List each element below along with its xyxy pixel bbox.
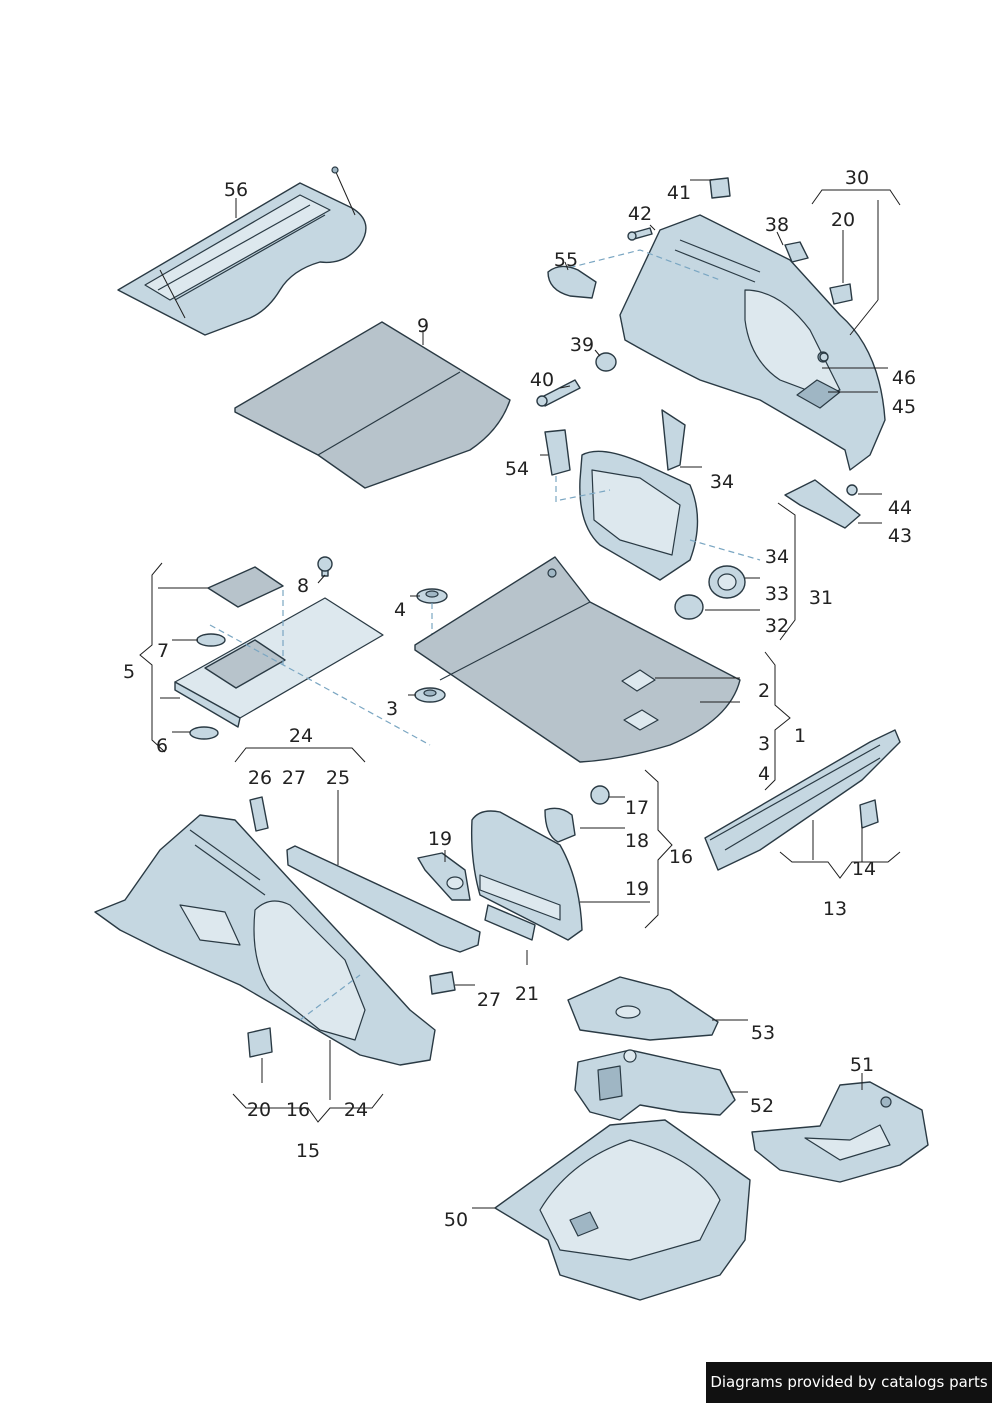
callout-33: 33 bbox=[765, 583, 789, 605]
callout-6: 6 bbox=[156, 735, 168, 757]
callout-labels: 56 9 8 7 5 6 4 3 2 1 3 4 30 41 42 38 20 … bbox=[123, 167, 916, 1231]
callout-16b: 16 bbox=[286, 1099, 310, 1121]
callout-34a: 34 bbox=[710, 471, 734, 493]
callout-46: 46 bbox=[892, 367, 916, 389]
part-25-strap bbox=[249, 796, 481, 995]
part-43-bracket bbox=[784, 352, 861, 529]
diagram-credit-banner: Diagrams provided by catalogs parts bbox=[706, 1362, 992, 1403]
part-19-plate bbox=[417, 852, 471, 901]
callout-5: 5 bbox=[123, 661, 135, 683]
part-16-cover bbox=[471, 785, 610, 941]
callout-40: 40 bbox=[530, 369, 554, 391]
callout-34b: 34 bbox=[765, 546, 789, 568]
callout-27a: 27 bbox=[282, 767, 306, 789]
callout-30: 30 bbox=[845, 167, 869, 189]
callout-20a: 20 bbox=[831, 209, 855, 231]
callout-1: 1 bbox=[794, 725, 806, 747]
part-15-side-trim-left bbox=[94, 814, 436, 1066]
part-1-floor-covering bbox=[414, 556, 741, 763]
callout-41: 41 bbox=[667, 182, 691, 204]
callout-8: 8 bbox=[297, 575, 309, 597]
part-fasteners-right bbox=[536, 177, 853, 407]
callout-3b: 3 bbox=[758, 733, 770, 755]
callout-3a: 3 bbox=[386, 698, 398, 720]
callout-43: 43 bbox=[888, 525, 912, 547]
callout-24a: 24 bbox=[289, 725, 313, 747]
callout-4a: 4 bbox=[394, 599, 406, 621]
callout-27b: 27 bbox=[477, 989, 501, 1011]
part-9-floor-panel bbox=[234, 321, 511, 489]
callout-4b: 4 bbox=[758, 763, 770, 785]
part-56-cover bbox=[117, 166, 367, 336]
part-3-4-grommets bbox=[414, 588, 448, 703]
callout-42: 42 bbox=[628, 203, 652, 225]
leader-lines bbox=[139, 179, 901, 1209]
callout-16a: 16 bbox=[669, 846, 693, 868]
callout-18: 18 bbox=[625, 830, 649, 852]
part-50-wheel-well bbox=[494, 1119, 751, 1301]
callout-50: 50 bbox=[444, 1209, 468, 1231]
part-34-storage-box bbox=[559, 409, 761, 581]
callout-32: 32 bbox=[765, 615, 789, 637]
part-32-33-plugs bbox=[674, 565, 746, 620]
callout-54: 54 bbox=[505, 458, 529, 480]
callout-19a: 19 bbox=[428, 828, 452, 850]
part-5-frame-assembly bbox=[174, 556, 431, 746]
callout-19b: 19 bbox=[625, 878, 649, 900]
callout-31: 31 bbox=[809, 587, 833, 609]
part-52-insert bbox=[574, 1049, 736, 1121]
callout-9: 9 bbox=[417, 315, 429, 337]
callout-14: 14 bbox=[852, 858, 876, 880]
callout-25: 25 bbox=[326, 767, 350, 789]
part-51-box bbox=[751, 1081, 929, 1183]
part-30-side-trim-right bbox=[559, 214, 886, 471]
part-13-sill-panel bbox=[704, 729, 901, 871]
callout-44: 44 bbox=[888, 497, 912, 519]
part-54-stud bbox=[544, 429, 571, 505]
callout-56: 56 bbox=[224, 179, 248, 201]
callout-2: 2 bbox=[758, 680, 770, 702]
callout-38: 38 bbox=[765, 214, 789, 236]
callout-39: 39 bbox=[570, 334, 594, 356]
callout-20b: 20 bbox=[247, 1099, 271, 1121]
callout-53: 53 bbox=[751, 1022, 775, 1044]
callout-15: 15 bbox=[296, 1140, 320, 1162]
part-53-cover bbox=[567, 976, 719, 1041]
callout-21: 21 bbox=[515, 983, 539, 1005]
callout-13: 13 bbox=[823, 898, 847, 920]
callout-51: 51 bbox=[850, 1054, 874, 1076]
callout-52: 52 bbox=[750, 1095, 774, 1117]
callout-17: 17 bbox=[625, 797, 649, 819]
callout-7: 7 bbox=[157, 640, 169, 662]
callout-55: 55 bbox=[554, 249, 578, 271]
callout-26: 26 bbox=[248, 767, 272, 789]
callout-45: 45 bbox=[892, 396, 916, 418]
callout-24b: 24 bbox=[344, 1099, 368, 1121]
